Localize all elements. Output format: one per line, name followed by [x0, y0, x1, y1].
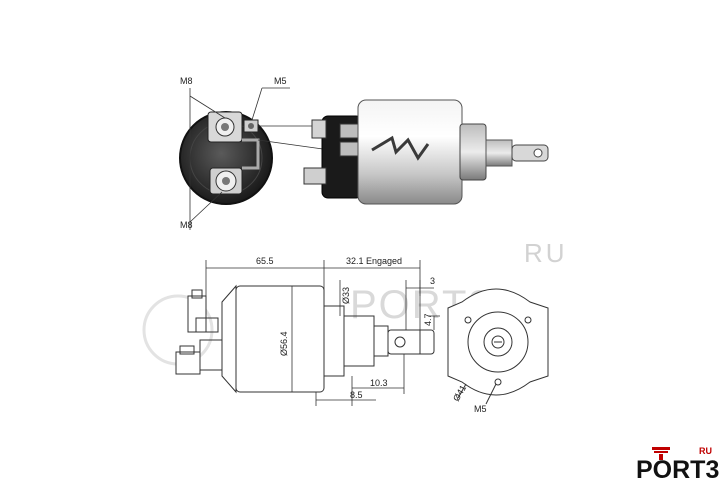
watermark-ru: RU: [524, 238, 568, 268]
dim-56-4: Ø56.4: [279, 331, 289, 356]
label-top-m8: M8: [180, 76, 193, 86]
dimension-lines: [205, 260, 440, 406]
side-view-photo: [303, 99, 549, 205]
technical-drawing: [175, 284, 435, 394]
label-side-m5: M5: [474, 404, 487, 414]
dim-41: Ø41: [451, 383, 468, 403]
logo-ru: RU: [699, 446, 712, 456]
dim-10-3: 10.3: [370, 378, 388, 388]
top-leaders: [189, 87, 331, 230]
dim-4-7: 4.7: [423, 313, 433, 326]
brand-logo: RU PORT3: [636, 446, 720, 486]
dim-engaged: 32.1 Engaged: [346, 256, 402, 266]
dim-3: 3: [430, 276, 435, 286]
dim-33: Ø33: [341, 287, 351, 304]
piston-icon: [652, 447, 670, 460]
dim-65-5: 65.5: [256, 256, 274, 266]
end-view-cap: [179, 111, 273, 205]
label-top-m5: M5: [274, 76, 287, 86]
logo-text: PORT3: [636, 456, 720, 484]
dim-8-5: 8.5: [350, 390, 363, 400]
label-bottom-m8: M8: [180, 220, 193, 230]
front-flange-view: [447, 288, 549, 405]
